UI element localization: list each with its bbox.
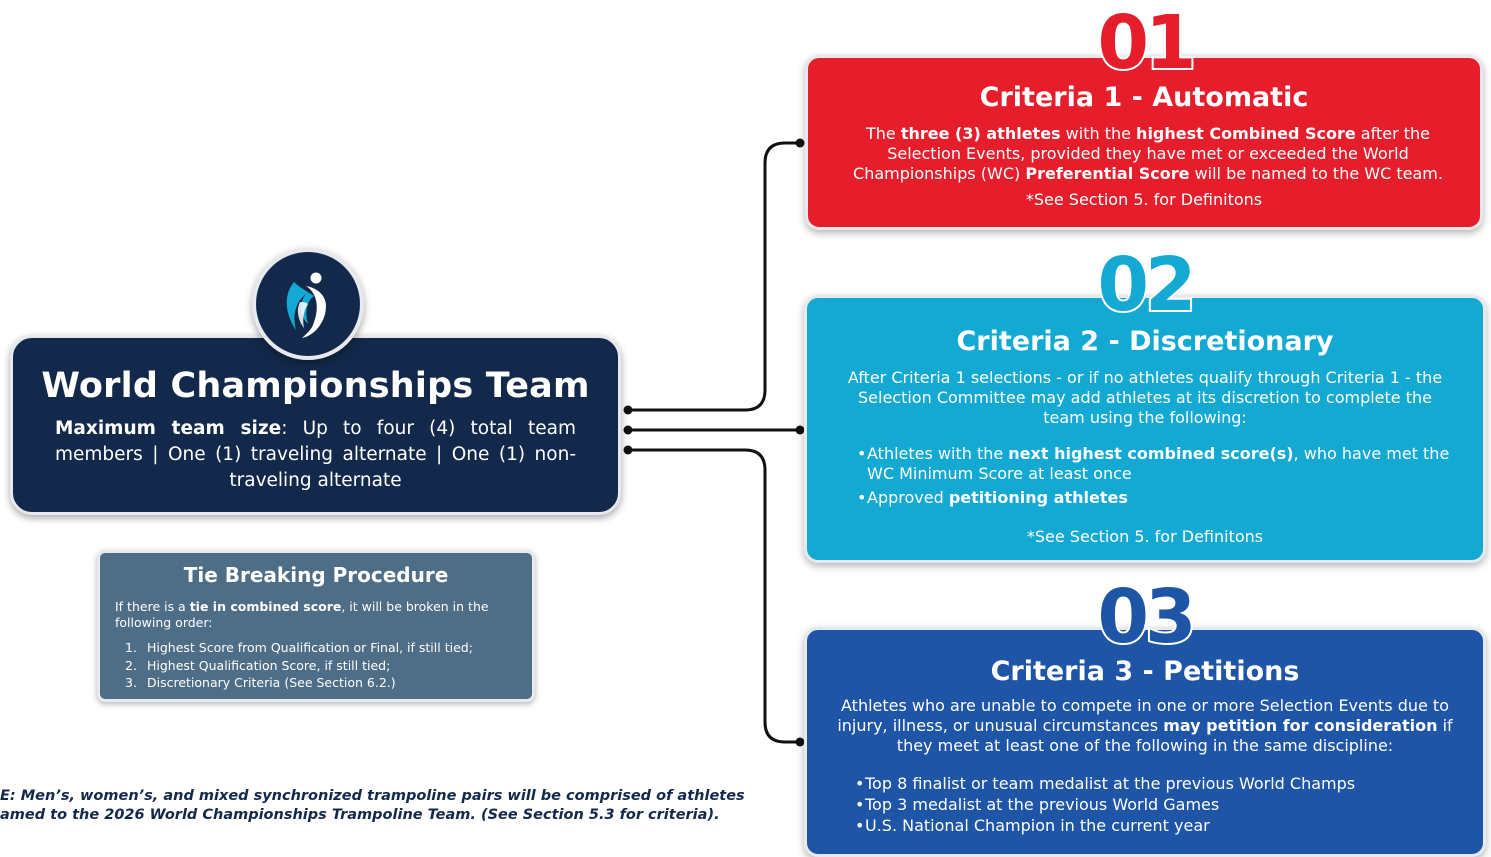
- criteria-1-number: 01: [1096, 0, 1199, 86]
- criteria-2-title: Criteria 2 - Discretionary: [956, 326, 1334, 357]
- bullet-bold: next highest combined score(s): [1008, 444, 1294, 463]
- criteria-2-number: 02: [1096, 242, 1199, 328]
- criteria-2-reference: *See Section 5. for Definitons: [1026, 527, 1264, 546]
- bullet-text-end: , who have met the WC Minimum Score at l…: [867, 444, 1450, 483]
- criteria-3-bullet: Top 8 finalist or team medalist at the p…: [855, 773, 1463, 794]
- criteria-1-title: Criteria 1 - Automatic: [979, 82, 1309, 113]
- text-part: after the Selection Events, provided the…: [853, 124, 1430, 183]
- bullet-text: Approved: [867, 488, 949, 507]
- usa-gymnastics-logo: [252, 248, 364, 360]
- criteria-2-bullet: Athletes with the next highest combined …: [857, 444, 1453, 484]
- team-description: Maximum team size: Up to four (4) total …: [55, 416, 576, 494]
- sync-pairs-note: E: Men’s, women’s, and mixed synchronize…: [0, 787, 745, 825]
- criteria-2-box: Criteria 2 - Discretionary After Criteri…: [804, 295, 1486, 563]
- tie-step-text: Highest Score from Qualification or Fina…: [146, 640, 473, 655]
- tie-step: 3. Discretionary Criteria (See Section 6…: [115, 674, 473, 692]
- criteria-1-reference: *See Section 5. for Definitons: [1025, 190, 1263, 209]
- tie-intro-bold: tie in combined score: [189, 599, 342, 614]
- bullet-bold: petitioning athletes: [948, 488, 1128, 507]
- tie-breaking-steps: 1. Highest Score from Qualification or F…: [115, 639, 473, 692]
- criteria-3-number: 03: [1096, 574, 1199, 660]
- criteria-3-bullets: Top 8 finalist or team medalist at the p…: [855, 773, 1463, 836]
- team-size-text: : Up to four (4) total team members | On…: [55, 418, 576, 491]
- text-part: with the: [1060, 124, 1137, 143]
- text-part-bold: may petition for consideration: [1163, 716, 1438, 735]
- text-part-bold: highest Combined Score: [1136, 124, 1356, 143]
- criteria-1-box: Criteria 1 - Automatic The three (3) ath…: [805, 55, 1483, 230]
- criteria-2-bullet: Approved petitioning athletes: [857, 488, 1453, 508]
- criteria-1-text: The three (3) athletes with the highest …: [830, 124, 1466, 184]
- note-line-1: E: Men’s, women’s, and mixed synchronize…: [0, 788, 745, 804]
- criteria-2-text: After Criteria 1 selections - or if no a…: [847, 368, 1443, 427]
- criteria-3-text: Athletes who are unable to compete in on…: [825, 696, 1465, 756]
- criteria-3-box: Criteria 3 - Petitions Athletes who are …: [804, 627, 1486, 857]
- team-title: World Championships Team: [41, 366, 590, 406]
- tie-step: 2. Highest Qualification Score, if still…: [115, 657, 473, 675]
- team-box: World Championships Team Maximum team si…: [10, 335, 621, 515]
- text-part-bold: three (3) athletes: [900, 124, 1061, 143]
- team-size-label: Maximum team size: [55, 418, 282, 439]
- text-part: Athletes who are unable to compete in on…: [837, 696, 1449, 735]
- tie-step-text: Highest Qualification Score, if still ti…: [146, 657, 391, 673]
- tie-intro-text: If there is a: [115, 599, 190, 614]
- tie-breaking-title: Tie Breaking Procedure: [183, 563, 449, 587]
- criteria-3-bullet: Top 3 medalist at the previous World Gam…: [855, 794, 1463, 815]
- criteria-3-title: Criteria 3 - Petitions: [990, 656, 1300, 687]
- tie-breaking-intro: If there is a tie in combined score, it …: [115, 599, 510, 631]
- tie-step-text: Discretionary Criteria (See Section 6.2.…: [146, 675, 396, 690]
- tie-step-number: 3.: [125, 675, 137, 690]
- flame-logo-icon: [286, 272, 326, 338]
- tie-step-number: 2.: [125, 657, 137, 673]
- tie-intro-text-end: , it will be broken in the following ord…: [115, 599, 489, 630]
- tie-step-number: 1.: [125, 640, 137, 655]
- text-part: will be named to the WC team.: [1189, 164, 1443, 183]
- note-line-2: amed to the 2026 World Championships Tra…: [0, 807, 720, 823]
- text-part: The: [866, 124, 901, 143]
- tie-breaking-box: Tie Breaking Procedure If there is a tie…: [97, 550, 535, 702]
- text-part-bold: Preferential Score: [1025, 164, 1190, 183]
- tie-step: 1. Highest Score from Qualification or F…: [115, 639, 473, 657]
- text-part: if they meet at least one of the followi…: [896, 716, 1453, 755]
- bullet-text: Athletes with the: [867, 444, 1009, 463]
- criteria-2-bullets: Athletes with the next highest combined …: [857, 444, 1453, 508]
- criteria-3-bullet: U.S. National Champion in the current ye…: [855, 815, 1463, 836]
